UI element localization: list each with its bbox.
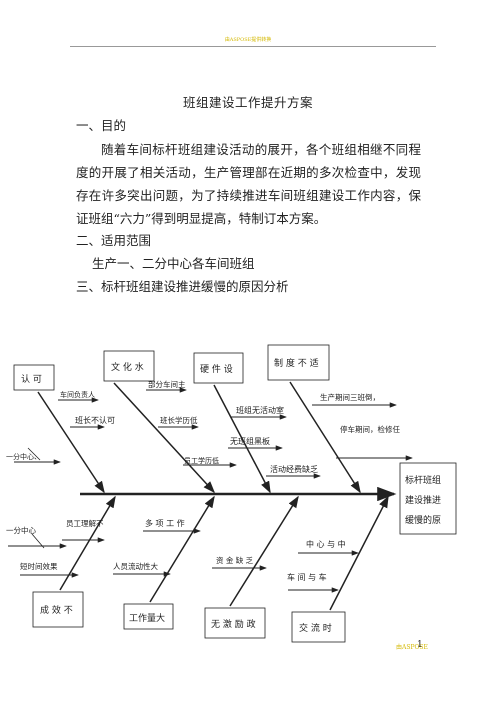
head-line-2: 建设推进 [405, 494, 441, 506]
bone-top-4 [289, 381, 361, 494]
bottom-box-1 [32, 591, 84, 628]
cause-c4: 部分车间主 [148, 379, 186, 389]
cause-c10: 生产期间三班倒， [320, 392, 380, 402]
section-2-heading: 二、适用范围 [76, 233, 152, 248]
cause-c8: 无班组黑板 [230, 436, 270, 446]
cause-c9: 活动经费缺乏 [270, 464, 318, 474]
bone-top-1 [37, 391, 105, 494]
cause-c15: 多 项 工 作 [145, 518, 185, 528]
header-watermark: 由ASPOSE提供转换 [224, 37, 272, 43]
bottom-box-3 [204, 607, 266, 639]
footer-watermark: 由ASPOSE [396, 644, 428, 651]
cause-c7: 班组无活动室 [236, 405, 284, 415]
top-box-4-label: 制 度 不 适 [274, 357, 319, 369]
bone-bottom-3 [229, 495, 299, 607]
header-divider [70, 46, 436, 47]
cause-c17: 资 金 缺 乏 [216, 555, 254, 565]
cause-c2: 班长不认可 [75, 415, 115, 425]
dash-c12 [31, 533, 45, 549]
cause-c3: 一分中心、 [6, 452, 41, 461]
cause-c1: 车间负责人 [60, 390, 95, 399]
cause-c18: 中 心 与 中 [306, 539, 346, 549]
bone-top-3 [213, 384, 271, 494]
bottom-box-3-label: 无 激 励 政 [211, 618, 256, 630]
document-title: 班组建设工作提升方案 [182, 95, 313, 110]
cause-c11: 停车期间，检修任 [340, 424, 400, 434]
top-box-3 [193, 352, 244, 384]
head-line-1: 标杆班组 [405, 474, 441, 486]
bone-bottom-4 [329, 495, 389, 611]
cause-c16: 人员流动性大 [113, 561, 158, 571]
cause-c14: 短时间效果 [20, 561, 58, 571]
top-box-2-label: 文 化 水 [111, 361, 144, 373]
bottom-box-4 [291, 611, 346, 643]
section-1-paragraph: 随着车间标杆班组建设活动的展开，各个班组相继不同程度的开展了相关活动，生产管理部… [76, 142, 421, 226]
top-box-3-label: 硬 件 设 [200, 363, 233, 375]
page-number: 1 [417, 640, 423, 650]
cause-c12: 一分中心 [6, 525, 36, 535]
top-box-2 [103, 350, 155, 382]
top-box-1 [13, 364, 55, 391]
cause-c13: 员工理解不 [66, 518, 104, 528]
bottom-box-2 [123, 603, 174, 630]
bone-bottom-1 [59, 495, 116, 591]
section-3-heading: 三、标杆班组建设推进缓慢的原因分析 [76, 279, 289, 294]
bottom-box-2-label: 工作量大 [129, 612, 165, 624]
head-line-3: 缓慢的原 [405, 514, 441, 526]
cause-c5: 班长学历低 [160, 415, 198, 425]
cause-c6: 员工学历低 [184, 456, 219, 465]
bone-top-2 [113, 382, 216, 494]
cause-c19: 车 间 与 车 [287, 572, 327, 582]
dash-c3 [27, 447, 41, 461]
bottom-box-1-label: 成 效 不 [40, 604, 73, 616]
top-box-4 [267, 344, 330, 381]
section-1-heading: 一、目的 [76, 118, 127, 133]
bottom-box-4-label: 交 流 时 [299, 622, 332, 634]
top-box-1-label: 认 可 [21, 373, 42, 385]
bone-bottom-2 [149, 495, 215, 603]
head-box [399, 462, 457, 535]
section-2-text: 生产一、二分中心各车间班组 [92, 256, 255, 271]
